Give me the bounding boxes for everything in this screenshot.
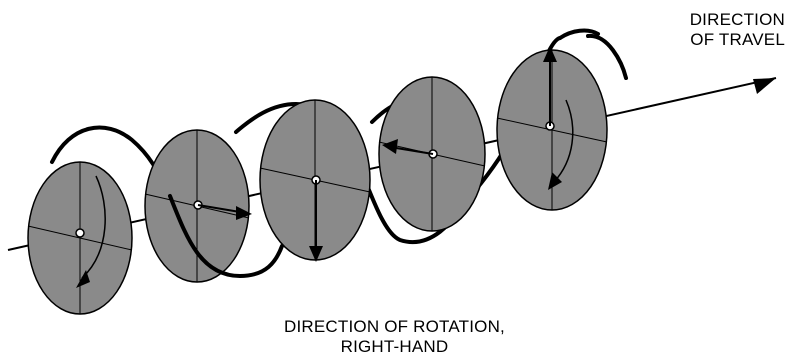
disk-1: [28, 162, 132, 314]
disk-5: [497, 46, 607, 210]
direction-of-travel-line-2: OF TRAVEL: [690, 30, 785, 50]
direction-of-travel-label: DIRECTION OF TRAVEL: [690, 10, 785, 50]
travel-arrowhead: [753, 78, 776, 94]
direction-of-rotation-label: DIRECTION OF ROTATION, RIGHT-HAND: [0, 317, 789, 357]
direction-of-rotation-line-2: RIGHT-HAND: [0, 337, 789, 357]
direction-of-rotation-line-1: DIRECTION OF ROTATION,: [0, 317, 789, 337]
disk-2: [145, 130, 252, 282]
direction-of-travel-line-1: DIRECTION: [690, 10, 785, 30]
disk-3: [260, 100, 370, 262]
disk-4: [379, 77, 485, 231]
